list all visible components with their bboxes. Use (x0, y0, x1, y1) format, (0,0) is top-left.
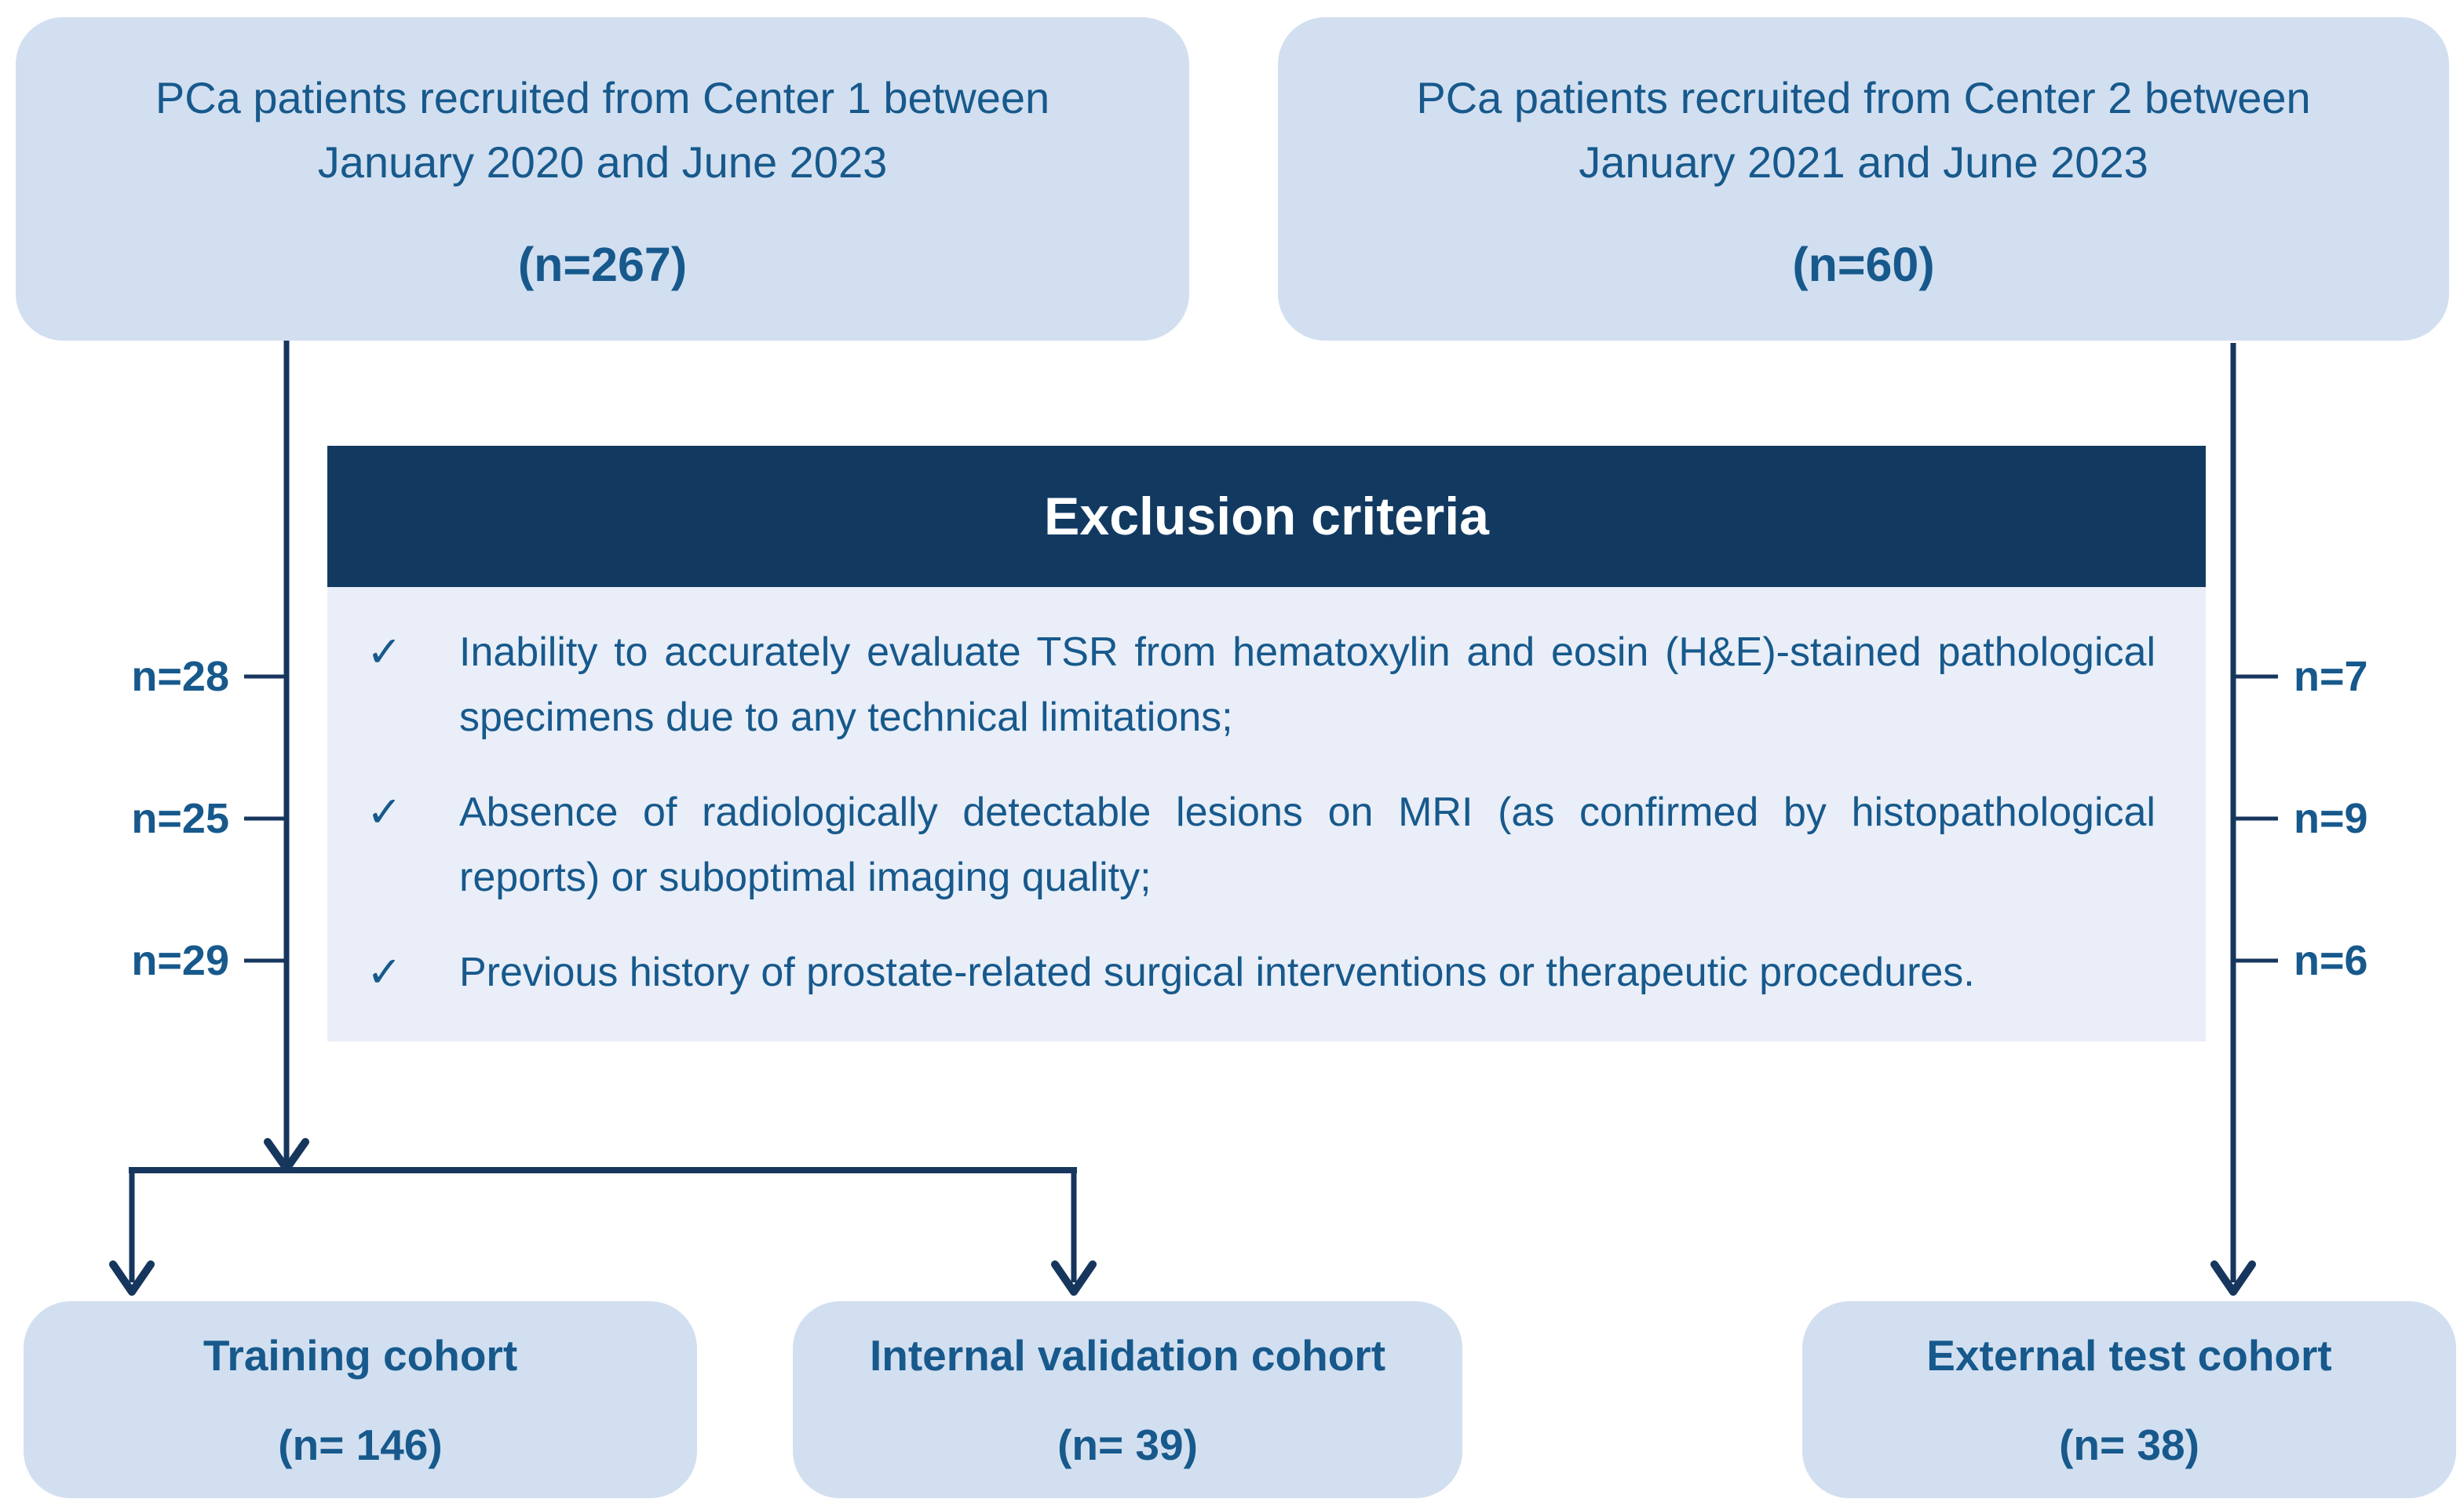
exclusion-item-text: Previous history of prostate-related sur… (459, 950, 1975, 995)
exclusion-criteria-panel: Exclusion criteria ✓ Inability to accura… (327, 446, 2206, 1041)
left-excluded-count-1: n=28 (131, 653, 229, 700)
checkmark-icon: ✓ (367, 789, 403, 836)
left-excluded-count-2: n=25 (131, 795, 229, 842)
checkmark-icon: ✓ (367, 629, 403, 676)
internal-validation-cohort-box: Internal validation cohort (n= 39) (793, 1301, 1462, 1498)
center1-count: (n=267) (517, 237, 688, 291)
external-test-cohort-label: External test cohort (1926, 1330, 2332, 1380)
center2-source-box: PCa patients recruited from Center 2 bet… (1278, 17, 2449, 341)
external-test-cohort-count: (n= 38) (2059, 1420, 2199, 1469)
exclusion-item-text: Absence of radiologically detectable les… (459, 790, 2156, 900)
training-arrowhead-icon (109, 1260, 155, 1296)
center1-text-line1: PCa patients recruited from Center 1 bet… (155, 73, 1050, 123)
exclusion-item: ✓ Inability to accurately evaluate TSR f… (367, 620, 2156, 750)
center2-text-line1: PCa patients recruited from Center 2 bet… (1416, 73, 2311, 123)
exclusion-item: ✓ Absence of radiologically detectable l… (367, 780, 2156, 910)
checkmark-icon: ✓ (367, 949, 403, 996)
exclusion-criteria-body: ✓ Inability to accurately evaluate TSR f… (327, 587, 2206, 1041)
training-cohort-box: Training cohort (n= 146) (24, 1301, 697, 1498)
internal-validation-arrowhead-icon (1051, 1260, 1097, 1296)
external-test-cohort-box: External test cohort (n= 38) (1802, 1301, 2456, 1498)
exclusion-item-text: Inability to accurately evaluate TSR fro… (459, 629, 2156, 740)
center2-text-line2: January 2021 and June 2023 (1579, 137, 2148, 187)
exclusion-item: ✓ Previous history of prostate-related s… (367, 940, 2156, 1005)
center1-source-box: PCa patients recruited from Center 1 bet… (16, 17, 1189, 341)
center1-text-line2: January 2020 and June 2023 (317, 137, 888, 187)
internal-validation-cohort-label: Internal validation cohort (869, 1330, 1386, 1380)
external-arrowhead-icon (2210, 1260, 2256, 1296)
left-excluded-count-3: n=29 (131, 937, 229, 984)
exclusion-criteria-header: Exclusion criteria (327, 446, 2206, 587)
training-cohort-count: (n= 146) (278, 1420, 443, 1469)
center2-count: (n=60) (1792, 237, 1935, 291)
internal-validation-cohort-count: (n= 39) (1057, 1420, 1198, 1469)
right-excluded-count-3: n=6 (2294, 937, 2368, 984)
training-cohort-label: Training cohort (203, 1330, 518, 1380)
right-excluded-count-2: n=9 (2294, 795, 2368, 842)
right-excluded-count-1: n=7 (2294, 653, 2368, 700)
